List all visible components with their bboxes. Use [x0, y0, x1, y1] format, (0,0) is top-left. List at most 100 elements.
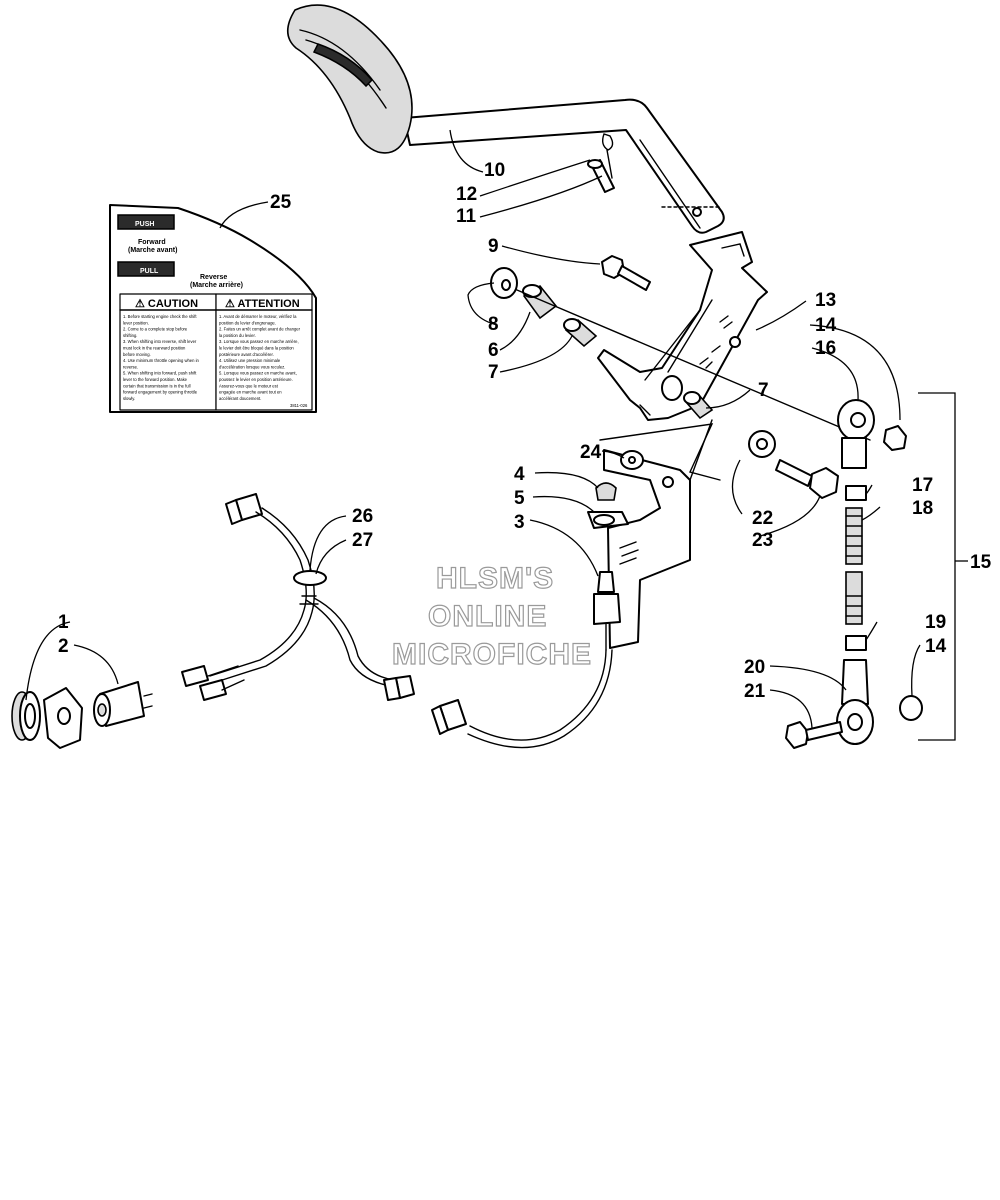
callout-numbers: 10 12 11 9 8 6 7 7 13 14 16 25 24 4 5 3 …	[58, 160, 992, 702]
attention-line: 5. Lorsque vous passez en marche avant,	[219, 371, 297, 376]
switch-3	[431, 571, 621, 749]
callout-2: 2	[58, 636, 69, 657]
caution-line: must lock in the rearward position	[123, 346, 186, 351]
callout-12: 12	[456, 184, 477, 205]
attention-title: ⚠ ATTENTION	[225, 298, 300, 310]
callout-7a: 7	[488, 362, 499, 383]
forward-fr-text: (Marche avant)	[128, 247, 177, 254]
callout-5: 5	[514, 488, 525, 509]
attention-line: 2. Faites un arrêt complet avant de chan…	[219, 327, 301, 332]
rod-18	[845, 507, 863, 625]
callout-7b: 7	[758, 380, 769, 401]
nut-17	[845, 485, 867, 501]
caution-line: 4. Use minimum throttle opening when in	[123, 358, 200, 363]
callout-9: 9	[488, 236, 499, 257]
caution-line: before moving.	[123, 352, 151, 357]
caution-decal: PUSH Forward (Marche avant) PULL Reverse…	[109, 204, 317, 413]
callout-10: 10	[484, 160, 505, 181]
callout-27: 27	[352, 530, 373, 551]
caution-text-block: 1. Before starting engine check the shif…	[123, 314, 200, 401]
callout-11: 11	[456, 206, 477, 227]
reverse-fr-text: (Marche arrière)	[190, 282, 243, 289]
callout-15: 15	[970, 552, 992, 573]
forward-text: Forward	[138, 239, 166, 246]
washer-8	[490, 267, 518, 299]
bushing-7a	[563, 318, 598, 348]
callout-22: 22	[752, 508, 773, 529]
wire-harness	[181, 493, 415, 701]
attention-line: postérieure avant d'accélérer.	[219, 352, 274, 357]
decal-code: 3811-026	[290, 403, 308, 408]
callout-20: 20	[744, 657, 765, 678]
caution-line: 3. When shifting into reverse, shift lev…	[123, 339, 197, 344]
callout-1: 1	[58, 612, 69, 633]
bushing-7b	[683, 391, 714, 420]
attention-line: accélérant doucement.	[219, 396, 261, 401]
nut-1	[11, 691, 41, 741]
callout-19: 19	[925, 612, 946, 633]
attention-line: Assurez-vous que le moteur est	[219, 383, 279, 388]
caution-line: 1. Before starting engine check the shif…	[123, 314, 197, 319]
nut-14-lower	[899, 695, 923, 721]
rod-end-16	[837, 399, 875, 469]
callout-23: 23	[752, 530, 773, 551]
callout-21: 21	[744, 681, 766, 702]
shift-lever	[286, 4, 725, 234]
watermark-line-1: HLSM'S	[436, 562, 554, 595]
watermark-line-3: MICROFICHE	[392, 638, 592, 671]
clevis-pin-12	[587, 159, 615, 193]
caution-line: shifting.	[123, 333, 137, 338]
caution-line: forward engagement by opening throttle	[123, 390, 198, 395]
bolt-23	[775, 459, 839, 499]
callout-16: 16	[815, 338, 836, 359]
nut-19	[845, 635, 867, 651]
caution-line: slowly.	[123, 396, 135, 401]
washer-24	[620, 450, 644, 470]
caution-line: lever to the forward position. Make	[123, 377, 188, 382]
callout-25: 25	[270, 192, 292, 213]
callout-14b: 14	[925, 636, 947, 657]
watermark: HLSM'S ONLINE MICROFICHE	[391, 561, 592, 671]
attention-line: position du levier d'engrenage.	[219, 320, 276, 325]
callout-17: 17	[912, 475, 933, 496]
caution-line: 2. Come to a complete stop before	[123, 327, 188, 332]
attention-line: le levier doit être bloqué dans la posit…	[219, 346, 294, 351]
nut-14-upper	[883, 425, 907, 451]
star-washer-22	[748, 430, 776, 458]
spacer-6	[522, 284, 558, 320]
attention-text-block: 1. Avant de démarrer le moteur, vérifiez…	[219, 314, 301, 401]
cotter-pin-11	[601, 133, 614, 179]
reverse-text: Reverse	[200, 274, 227, 281]
attention-line: 1. Avant de démarrer le moteur, vérifiez…	[219, 314, 297, 319]
watermark-line-2: ONLINE	[428, 600, 547, 633]
attention-line: poussez le levier en position antérieure…	[219, 377, 293, 382]
attention-line: d'accélération lorsque vous reculez.	[219, 364, 285, 369]
attention-line: engagée en marche avant tout en	[219, 390, 282, 395]
cap-4	[595, 482, 617, 501]
callout-26: 26	[352, 506, 373, 527]
attention-line: 4. Utilisez une pression minimale	[219, 358, 281, 363]
switch-bracket	[587, 449, 691, 649]
reverse-switch-2	[93, 681, 153, 727]
bezel-plate	[43, 687, 83, 749]
callout-8: 8	[488, 314, 499, 335]
callout-4: 4	[514, 464, 525, 485]
caution-line: reverse.	[123, 364, 138, 369]
leader-lines	[25, 129, 921, 729]
callout-13: 13	[815, 290, 836, 311]
bolt-21	[785, 721, 843, 749]
shift-bracket	[597, 231, 768, 421]
callout-18: 18	[912, 498, 933, 519]
callout-14a: 14	[815, 315, 837, 336]
callout-24: 24	[580, 442, 602, 463]
hex-bolt-9	[601, 255, 651, 291]
callout-3: 3	[514, 512, 525, 533]
caution-line: lever position.	[123, 320, 149, 325]
callout-6: 6	[488, 340, 499, 361]
attention-line: la position du levier.	[219, 333, 256, 338]
attention-line: 3. Lorsque vous passez en marche arrière…	[219, 339, 299, 344]
caution-line: 5. When shifting into forward, push shif…	[123, 371, 197, 376]
pull-text: PULL	[140, 268, 159, 275]
push-text: PUSH	[135, 221, 154, 228]
